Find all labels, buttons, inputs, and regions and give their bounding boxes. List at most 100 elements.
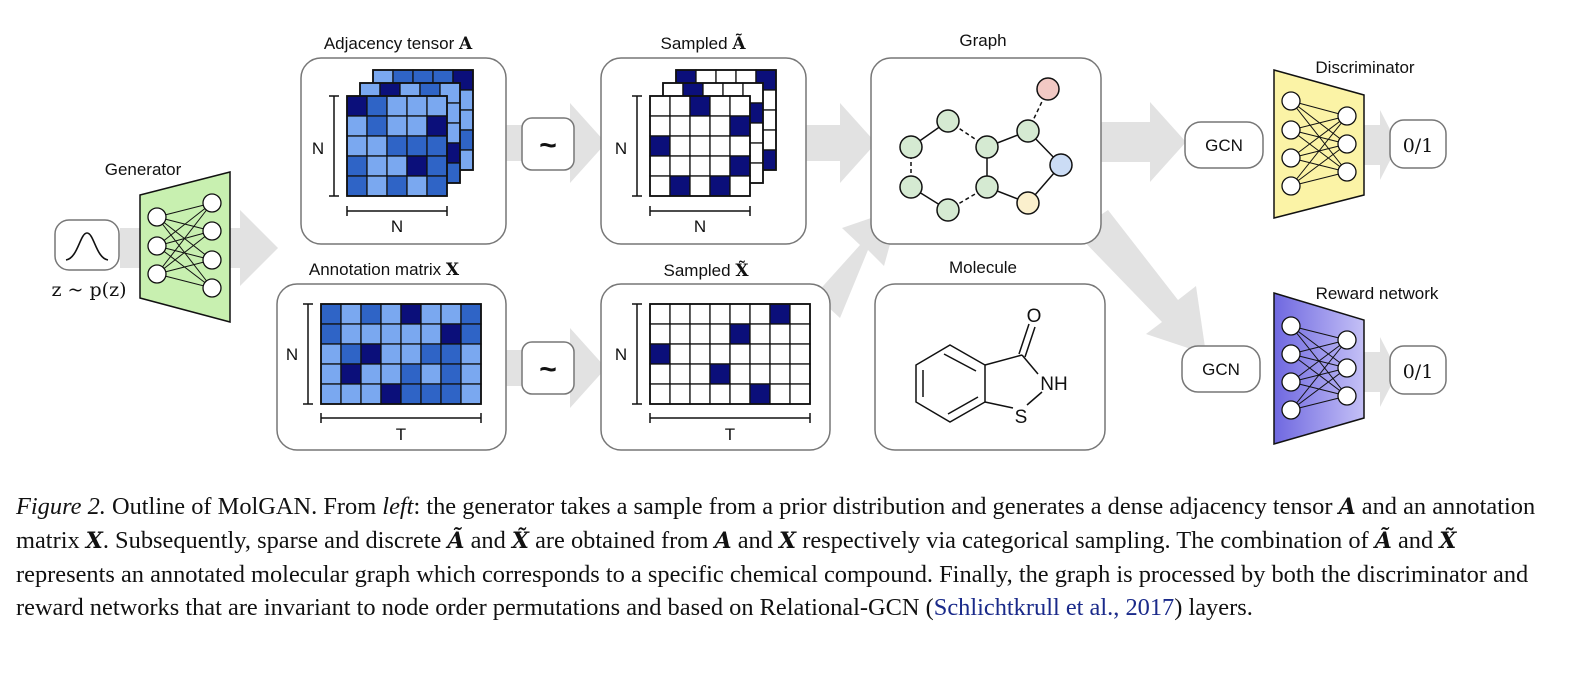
grid-cell bbox=[386, 115, 408, 137]
caption-text: represents an annotated molecular graph … bbox=[16, 561, 1529, 621]
grid-cell bbox=[440, 303, 462, 325]
reward-gcn: GCN bbox=[1181, 345, 1261, 393]
grid-cell bbox=[669, 363, 691, 385]
grid-cell bbox=[669, 175, 691, 197]
grid-cell bbox=[386, 155, 408, 177]
neuron bbox=[1281, 344, 1301, 364]
sampled-x-dim-rows: N bbox=[615, 345, 627, 364]
grid-cell bbox=[420, 323, 442, 345]
grid-cell bbox=[769, 303, 791, 325]
grid-cell bbox=[400, 363, 422, 385]
caption-text: and an annotation matrix bbox=[16, 493, 1536, 554]
grid-cell bbox=[749, 383, 771, 405]
discriminator-gcn-label: GCN bbox=[1205, 136, 1243, 155]
grid-cell bbox=[649, 303, 671, 325]
caption-text: . Subsequently, sparse and discrete bbox=[102, 527, 448, 554]
neuron bbox=[1281, 176, 1301, 196]
grid-cell bbox=[689, 155, 711, 177]
grid-cell bbox=[709, 95, 731, 117]
neuron bbox=[1281, 316, 1301, 336]
neuron-link bbox=[156, 202, 213, 275]
sampled-x-dim-cols: T bbox=[725, 425, 735, 444]
caption-text: : the generator takes a sample from a pr… bbox=[413, 493, 1339, 520]
annotation-grid bbox=[320, 303, 482, 405]
molecule-structure bbox=[915, 323, 1043, 423]
reward-label: Reward network bbox=[1316, 284, 1439, 303]
grid-cell bbox=[426, 95, 448, 117]
reward-output: 0/1 bbox=[1389, 345, 1447, 395]
grid-border bbox=[649, 95, 751, 197]
grid-cell bbox=[689, 383, 711, 405]
neuron-link bbox=[156, 230, 213, 275]
adjacency-tensor-panel: Adjacency tensor A N N bbox=[300, 34, 507, 245]
grid-cell bbox=[689, 303, 711, 325]
grid-cell bbox=[346, 135, 368, 157]
grid-cell bbox=[346, 155, 368, 177]
graph-nodes bbox=[899, 77, 1073, 222]
grid-cell bbox=[669, 323, 691, 345]
grid-cell bbox=[669, 383, 691, 405]
grid-cell bbox=[400, 383, 422, 405]
grid-border bbox=[649, 303, 811, 405]
grid-cell bbox=[320, 363, 342, 385]
sampled-a-dim-rows: N bbox=[615, 139, 627, 158]
grid-cell bbox=[340, 363, 362, 385]
grid-cell bbox=[729, 135, 751, 157]
caption-symbol-a-tilde: Ã bbox=[1374, 528, 1392, 554]
neuron-link bbox=[1290, 100, 1348, 117]
grid-cell bbox=[320, 303, 342, 325]
citation-link[interactable]: Schlichtkrull et al., 2017 bbox=[933, 594, 1175, 621]
grid-cell bbox=[789, 363, 811, 385]
grid-cell bbox=[749, 303, 771, 325]
grid-cell bbox=[320, 383, 342, 405]
grid-cell bbox=[789, 343, 811, 365]
neuron bbox=[202, 278, 222, 298]
grid-cell bbox=[669, 303, 691, 325]
grid-cell bbox=[340, 323, 362, 345]
neuron bbox=[1337, 386, 1357, 406]
molecule-panel: Molecule O NH S bbox=[874, 258, 1106, 451]
sampled-adjacency-panel: Sampled Ã N N bbox=[600, 32, 807, 245]
sampling-box-x: ~ bbox=[521, 341, 575, 395]
grid-cell bbox=[689, 175, 711, 197]
grid-cell bbox=[709, 155, 731, 177]
caption-text: and bbox=[1391, 527, 1440, 554]
grid-cell bbox=[426, 155, 448, 177]
svg-text:Sampled X̃: Sampled X̃ bbox=[663, 261, 749, 281]
grid-cell bbox=[649, 155, 671, 177]
grid-cell bbox=[649, 135, 671, 157]
neuron bbox=[1337, 162, 1357, 182]
grid-border bbox=[320, 303, 482, 405]
grid-cell bbox=[400, 343, 422, 365]
grid-cell bbox=[749, 343, 771, 365]
annotation-dim-rows: N bbox=[286, 345, 298, 364]
neuron bbox=[1281, 400, 1301, 420]
grid-cell bbox=[380, 323, 402, 345]
grid-cell bbox=[366, 95, 388, 117]
grid-cell bbox=[689, 323, 711, 345]
caption-text: ) layers. bbox=[1174, 594, 1253, 621]
annotation-matrix-panel: Annotation matrix X N T bbox=[276, 260, 507, 451]
grid-cell bbox=[789, 303, 811, 325]
neuron bbox=[147, 264, 167, 284]
grid-cell bbox=[649, 115, 671, 137]
neuron bbox=[147, 207, 167, 227]
reward-neurons bbox=[1281, 316, 1357, 420]
grid-cell bbox=[709, 175, 731, 197]
annotation-label: Annotation matrix bbox=[309, 260, 446, 279]
caption-symbol-a-tilde: Ã bbox=[447, 528, 465, 554]
grid-cell bbox=[360, 383, 382, 405]
neuron bbox=[1337, 134, 1357, 154]
grid-cell bbox=[649, 95, 671, 117]
grid-cell bbox=[649, 343, 671, 365]
grid-cell bbox=[769, 363, 791, 385]
grid-cell bbox=[749, 363, 771, 385]
caption-text: and bbox=[731, 527, 780, 554]
atom-nh: NH bbox=[1040, 374, 1067, 395]
grid-cell bbox=[689, 363, 711, 385]
grid-cell bbox=[406, 115, 428, 137]
graph-panel: Graph bbox=[870, 31, 1102, 245]
caption-text: are obtained from bbox=[528, 527, 715, 554]
grid-cell bbox=[320, 323, 342, 345]
grid-cell bbox=[440, 383, 462, 405]
